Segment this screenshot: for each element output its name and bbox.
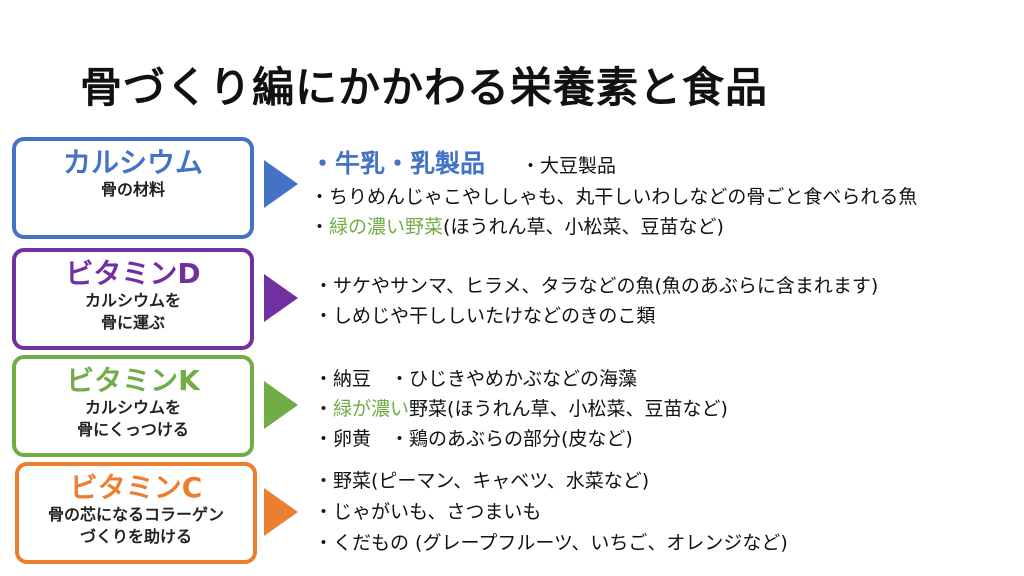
bullet: ・ [314,398,334,420]
nutrient-box-calcium: カルシウム 骨の材料 [12,137,254,239]
arrow-right-icon [264,274,298,322]
food-line: ・しめじや干ししいたけなどのきのこ類 [314,305,656,327]
nutrient-desc: 骨の芯になるコラーゲン [47,505,224,524]
food-highlight: 緑の濃い野菜 [329,216,444,238]
arrow-right-icon [264,160,298,208]
nutrient-desc: カルシウムを [84,291,181,310]
food-line: ・サケやサンマ、ヒラメ、タラなどの魚(魚のあぶらに含まれます) [314,275,879,297]
nutrient-name: ビタミンD [65,257,201,290]
nutrient-box-vitamin-c: ビタミンC 骨の芯になるコラーゲン づくりを助ける [15,462,257,564]
food-line: ・納豆 ・ひじきやめかぶなどの海藻 [314,368,638,390]
page-title: 骨づくり編にかかわる栄養素と食品 [80,63,769,112]
nutrient-box-vitamin-k: ビタミンK カルシウムを 骨にくっつける [12,355,254,457]
food-item: 野菜(ほうれん草、小松菜、豆苗など) [409,398,728,420]
food-line: ・くだもの (グレープフルーツ、いちご、オレンジなど) [314,532,788,554]
food-line: ・じゃがいも、さつまいも [314,501,542,523]
food-line: ・緑が濃い野菜(ほうれん草、小松菜、豆苗など) [314,394,728,421]
nutrient-desc: 骨に運ぶ [100,313,165,332]
nutrient-desc: 骨にくっつける [77,420,189,439]
food-line: ・緑の濃い野菜(ほうれん草、小松菜、豆苗など) [310,212,724,239]
bullet: ・ [310,216,330,238]
food-highlight: ・牛乳・乳製品 [310,149,486,178]
food-line: ・卵黄 ・鶏のあぶらの部分(皮など) [314,428,633,450]
food-line: ・野菜(ピーマン、キャベツ、水菜など) [314,470,650,492]
food-item: ・大豆製品 [521,155,617,177]
food-highlight: 緑が濃い [333,398,410,420]
food-item: (ほうれん草、小松菜、豆苗など) [443,216,724,238]
food-line: ・ちりめんじゃこやししゃも、丸干しいわしなどの骨ごと食べられる魚 [310,186,918,208]
nutrient-box-vitamin-d: ビタミンD カルシウムを 骨に運ぶ [12,248,254,350]
nutrient-name: ビタミンK [66,364,200,397]
nutrient-desc: 骨の材料 [100,180,165,199]
arrow-right-icon [264,381,298,429]
nutrient-name: ビタミンC [69,471,203,504]
food-line: ・牛乳・乳製品 ・大豆製品 [310,144,616,180]
nutrient-name: カルシウム [62,146,203,179]
nutrient-desc: カルシウムを [84,398,181,417]
nutrient-desc: づくりを助ける [79,527,192,546]
arrow-right-icon [264,488,298,536]
